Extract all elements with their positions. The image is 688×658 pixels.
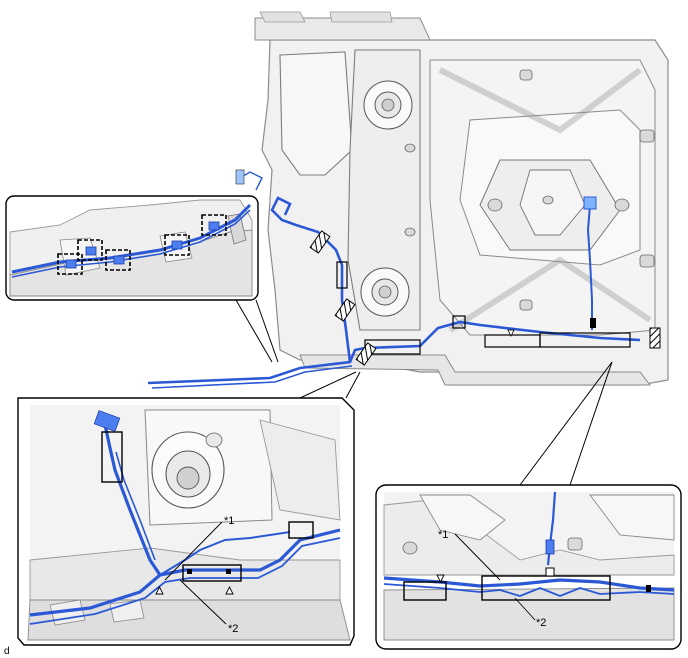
inset-br-connectors — [403, 567, 651, 601]
vehicle-floor-panel — [254, 11, 669, 386]
main-connectors — [235, 169, 631, 355]
floor-round-recess-upper — [363, 80, 413, 130]
callout-label-1: *1 — [438, 529, 448, 541]
inset-leader-lines — [235, 299, 613, 486]
inset-bottom-right: *1 *2 — [375, 484, 682, 650]
floor-round-recess-lower — [360, 267, 410, 317]
callout-leader-2 — [179, 579, 227, 625]
callout-leader-1 — [164, 521, 223, 581]
inset-top-left — [5, 195, 259, 301]
callout-label-2: *2 — [536, 617, 546, 629]
callout-leader-2 — [514, 597, 536, 621]
inset-bl-connectors — [93, 410, 314, 595]
hatched-clamp-markers — [309, 230, 661, 366]
dashed-clip-boxes — [57, 214, 227, 275]
callout-leader-1 — [454, 533, 501, 581]
inset-bottom-left: *1 *2 — [17, 397, 355, 646]
figure-corner-code: d — [4, 646, 10, 657]
callout-label-2: *2 — [228, 623, 238, 635]
callout-label-1: *1 — [224, 515, 234, 527]
